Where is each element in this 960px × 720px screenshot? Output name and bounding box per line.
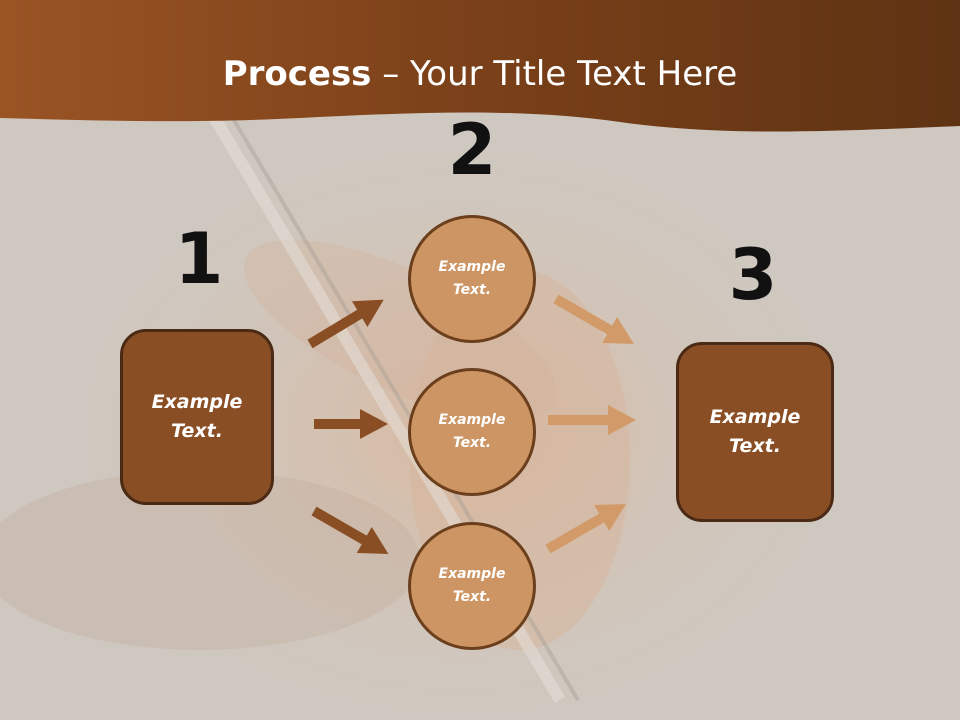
step-number-3: 3 [728,234,778,316]
arrow-middle-to-3 [548,405,636,435]
arrow-1-to-top [307,299,384,349]
step-number-2: 2 [447,109,497,191]
step-2-circle-bottom: Example Text. [408,522,536,650]
arrow-1-to-middle [314,409,388,439]
title-bold: Process [222,54,372,94]
step-1-label: Example Text. [151,391,243,442]
arrow-1-to-bottom [311,506,389,554]
step-3-box: Example Text. [676,342,834,522]
arrow-top-to-3 [553,294,634,344]
slide-title: Process – Your Title Text Here [0,52,960,96]
step-2-circle-middle: Example Text. [408,368,536,496]
step-2-circle-bottom-label: Example Text. [438,566,506,605]
step-2-circle-top-label: Example Text. [438,259,506,298]
step-1-box: Example Text. [120,329,274,505]
step-3-label: Example Text. [709,406,801,457]
step-2-circle-top: Example Text. [408,215,536,343]
step-2-circle-middle-label: Example Text. [438,412,506,451]
arrow-bottom-to-3 [545,504,626,554]
step-number-1: 1 [174,218,224,300]
title-rest: – Your Title Text Here [371,54,738,94]
